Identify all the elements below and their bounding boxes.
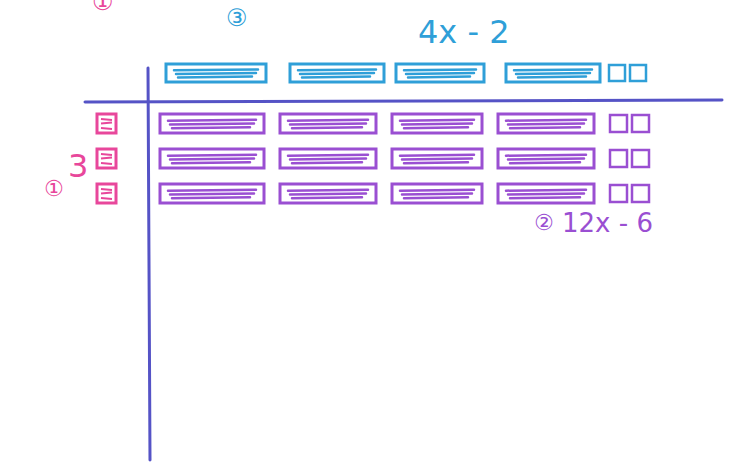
negative-unit-tile (630, 65, 646, 81)
product-unit-tile (632, 115, 649, 132)
product-unit-tile (632, 185, 649, 202)
product-x-tile (498, 184, 594, 203)
product-x-tile (160, 149, 264, 168)
negative-unit-tile (609, 65, 625, 81)
vertical-axis (148, 68, 150, 460)
product-x-tile (498, 114, 594, 133)
x-tile (506, 64, 600, 82)
horizontal-axis (85, 100, 722, 102)
product-x-tile (280, 114, 376, 133)
step-number: ③ (226, 6, 248, 30)
product-x-tile (392, 114, 482, 133)
product-x-tile (160, 184, 264, 203)
product-expression: 12x - 6 (562, 210, 653, 236)
factor-number: 3 (68, 150, 88, 182)
product-x-tile (160, 114, 264, 133)
factor-expression: 4x - 2 (418, 16, 510, 48)
product-unit-tile (610, 150, 627, 167)
product-unit-tile (610, 115, 627, 132)
product-unit-tile (632, 150, 649, 167)
x-tile (290, 64, 384, 82)
product-x-tile (498, 149, 594, 168)
step-number: ① (92, 0, 114, 14)
product-x-tile (392, 184, 482, 203)
unit-tile (97, 184, 116, 203)
product-unit-tile (610, 185, 627, 202)
product-x-tile (280, 184, 376, 203)
x-tile (396, 64, 484, 82)
x-tile (166, 64, 266, 82)
product-x-tile (280, 149, 376, 168)
product-x-tile (392, 149, 482, 168)
step-number: ② (534, 212, 554, 234)
unit-tile (97, 149, 116, 168)
unit-tile (97, 114, 116, 133)
step-number: ① (44, 178, 64, 200)
